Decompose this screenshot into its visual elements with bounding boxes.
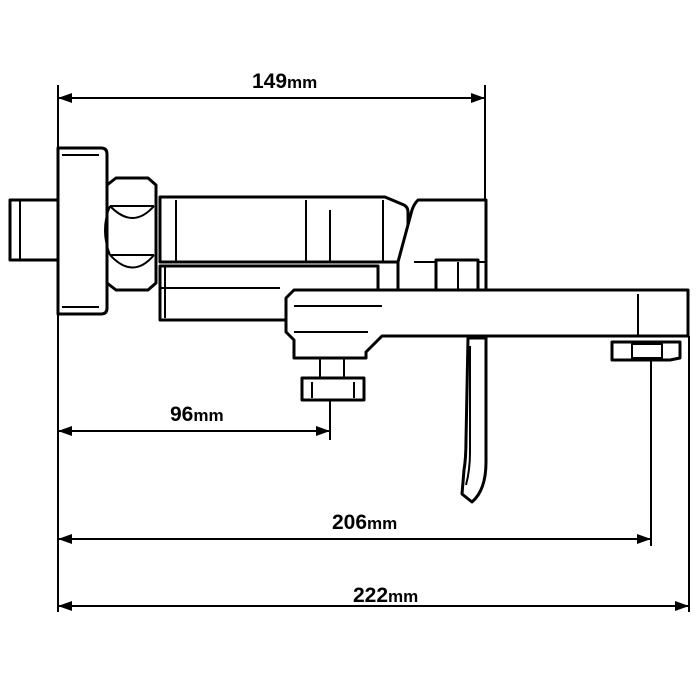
dimension-lines <box>57 85 690 612</box>
faucet-outline <box>8 146 690 504</box>
dimension-label-96: 96mm <box>170 403 224 426</box>
wall-flange <box>56 146 109 316</box>
shower-lever <box>460 336 488 504</box>
dimension-label-206: 206mm <box>332 511 397 534</box>
dimension-label-222: 222mm <box>353 584 418 607</box>
dimension-label-149: 149mm <box>252 70 317 93</box>
hex-nut <box>105 176 158 292</box>
dimension-222 <box>58 601 689 611</box>
inlet-stub <box>8 198 60 262</box>
spout <box>284 288 690 360</box>
dimension-labels: 149mm 96mm 206mm 222mm <box>170 70 418 607</box>
upper-body <box>158 195 410 264</box>
dimension-96 <box>58 426 330 436</box>
dimension-206 <box>58 534 651 544</box>
dimension-149 <box>58 93 485 103</box>
